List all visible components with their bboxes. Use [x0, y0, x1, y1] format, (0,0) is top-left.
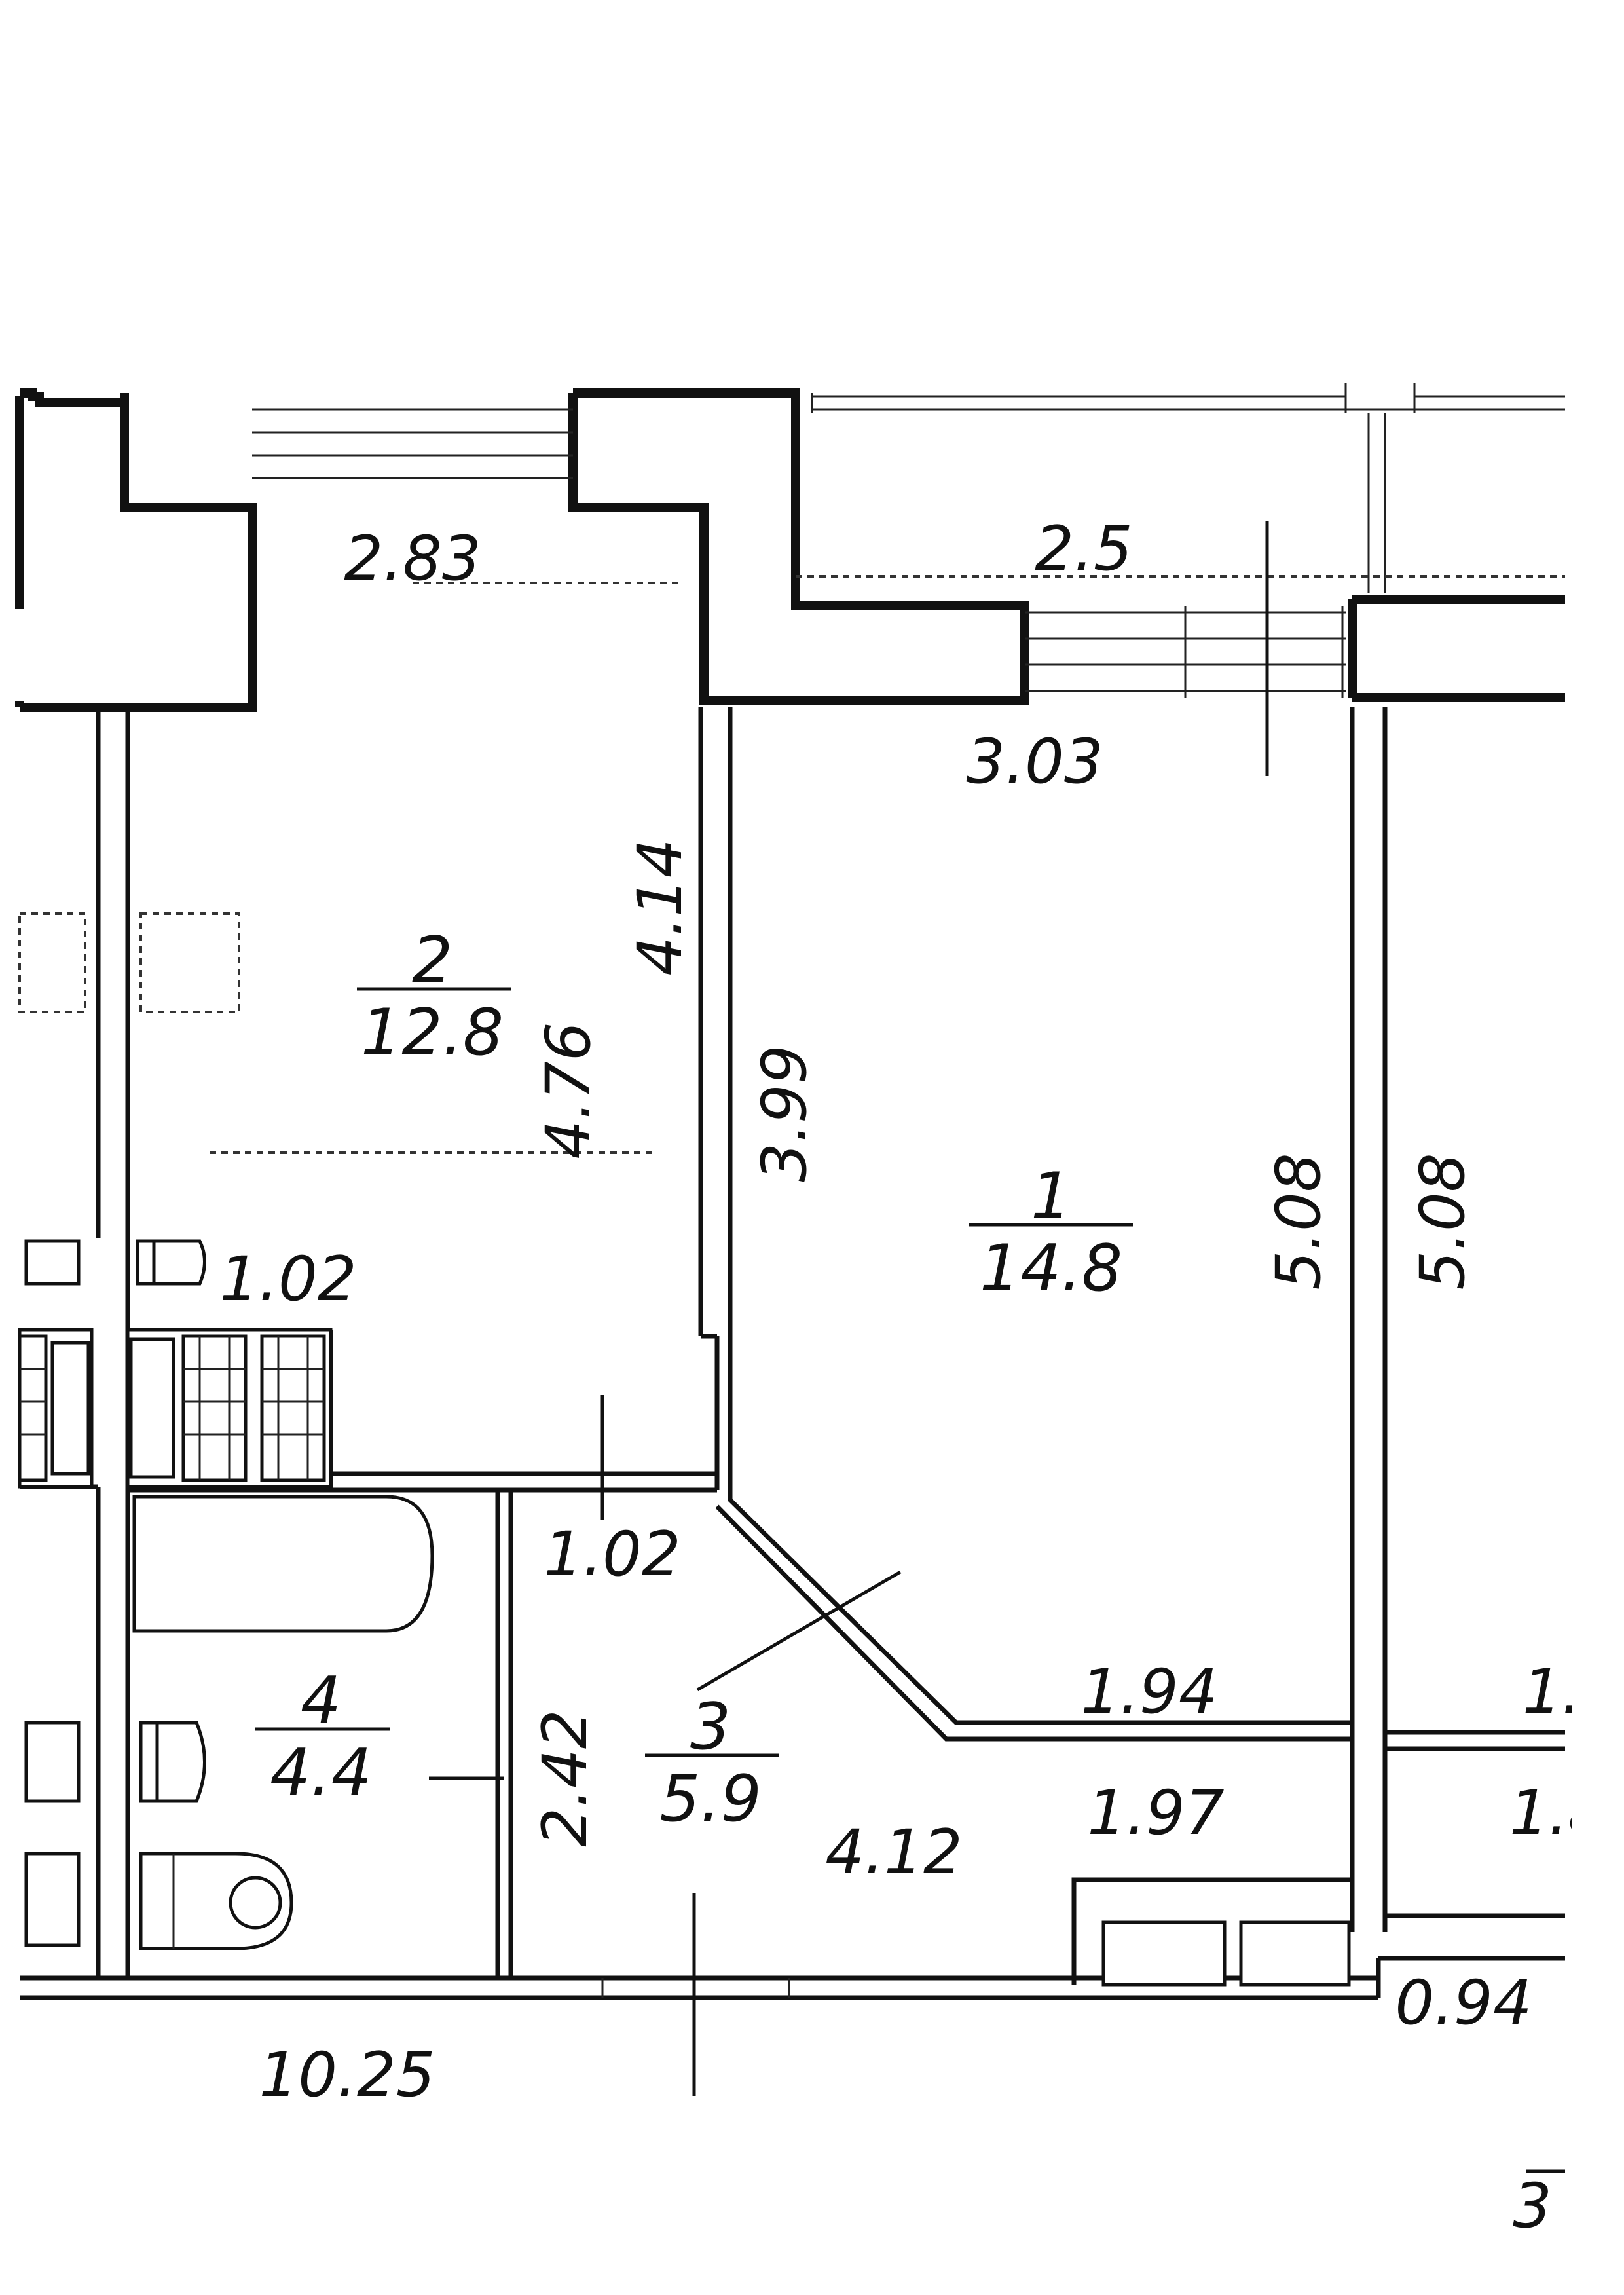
- counter-door: [129, 1337, 175, 1479]
- dim-3-03: 3.03: [966, 726, 1103, 798]
- dim-10-25: 10.25: [259, 2040, 435, 2111]
- wall-bedroom-top: [568, 388, 1029, 705]
- dim-4-12: 4.12: [825, 1817, 962, 1888]
- wall-top-left: [20, 388, 257, 712]
- toilet: [139, 1852, 293, 1950]
- dim-1-02-a: 1.02: [219, 1244, 356, 1315]
- dim-3-99: 3.99: [749, 1045, 821, 1182]
- room-4-number: 4: [301, 1664, 341, 1738]
- dim-5-08-a: 5.08: [1263, 1153, 1335, 1290]
- sink-right: [136, 1239, 206, 1286]
- balcony: [796, 383, 1565, 593]
- dim-1-02-b: 1.02: [544, 1519, 680, 1590]
- bathtub: [132, 1495, 434, 1633]
- window-left: [252, 408, 573, 479]
- room-1-number: 1: [1031, 1159, 1071, 1234]
- dim-5-08-b: 5.08: [1407, 1153, 1479, 1290]
- room-2-number: 2: [412, 924, 452, 998]
- dim-1-97: 1.97: [1087, 1778, 1224, 1849]
- room-4-area: 4.4: [270, 1736, 372, 1810]
- dim-0-94: 0.94: [1395, 1968, 1532, 2039]
- stove-right: [139, 912, 240, 1013]
- dim-4-14: 4.14: [625, 838, 696, 975]
- bath-sink-left: [24, 1721, 81, 1803]
- room-1-area: 14.8: [980, 1231, 1122, 1306]
- bath-sink-right: [139, 1721, 206, 1803]
- grid-unit-1: [181, 1334, 248, 1482]
- page-margin: [1572, 0, 1624, 2295]
- bathroom-fixtures: [24, 1495, 434, 1950]
- outer-walls: [15, 388, 1565, 712]
- edge-number: 3: [1513, 2171, 1552, 2242]
- hall-fixtures: [1101, 1920, 1351, 1987]
- interior-walls: [20, 707, 1565, 2000]
- grid-unit-3: [18, 1334, 48, 1482]
- dim-2-83: 2.83: [344, 523, 481, 595]
- window-right: [1025, 606, 1346, 698]
- room-3-area: 5.9: [659, 1762, 762, 1837]
- axis-marks: [210, 521, 1565, 2173]
- kitchen-fixtures: [18, 912, 333, 1489]
- room-2-area: 12.8: [361, 996, 504, 1070]
- sink-left: [24, 1239, 81, 1286]
- toilet-bowl: [229, 1876, 282, 1930]
- dim-2-42: 2.42: [530, 1709, 601, 1846]
- grid-unit-2: [260, 1334, 326, 1482]
- cabinet-a: [1101, 1920, 1227, 1987]
- stove-left: [18, 912, 86, 1013]
- dim-4-76: 4.76: [533, 1022, 604, 1159]
- cabinet-b: [1239, 1920, 1351, 1987]
- dim-2-5: 2.5: [1035, 513, 1133, 585]
- dim-1-94: 1.94: [1080, 1656, 1217, 1728]
- toilet-left-tank: [24, 1852, 81, 1947]
- room-3-number: 3: [690, 1690, 731, 1764]
- cabinet-left-door: [50, 1341, 90, 1476]
